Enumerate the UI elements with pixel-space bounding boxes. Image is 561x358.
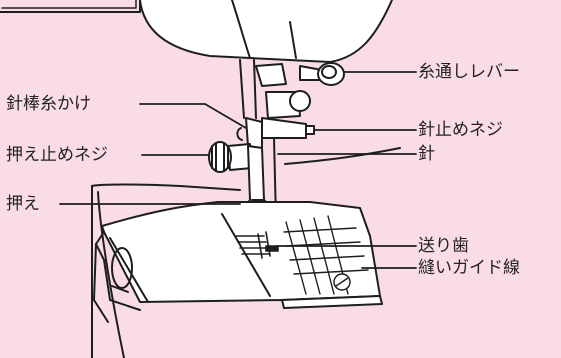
label-needle-clamp-screw: 針止めネジ — [418, 120, 503, 140]
seam-guide-lines-part — [283, 215, 369, 295]
top-left-frame — [0, 0, 141, 13]
label-thread-guide-lever: 糸通しレバー — [418, 62, 520, 82]
needle-plate — [93, 201, 383, 323]
presser-foot-screw-part — [208, 141, 253, 173]
thread-guide-lever-part — [299, 62, 345, 86]
label-feed-dogs: 送り歯 — [418, 236, 469, 256]
label-presser-foot: 押え — [6, 194, 40, 214]
machine-bed — [91, 183, 241, 191]
leader-needle-bar-thread-guide — [139, 103, 247, 129]
label-seam-guide-lines: 縫いガイド線 — [418, 258, 520, 278]
label-presser-foot-screw: 押え止めネジ — [6, 145, 108, 165]
feed-dogs-part — [235, 231, 279, 259]
needle-bar-part — [236, 59, 315, 149]
label-needle-bar-thread-guide: 針棒糸かけ — [6, 94, 91, 114]
machine-head — [139, 0, 393, 63]
label-needle: 針 — [418, 144, 435, 164]
